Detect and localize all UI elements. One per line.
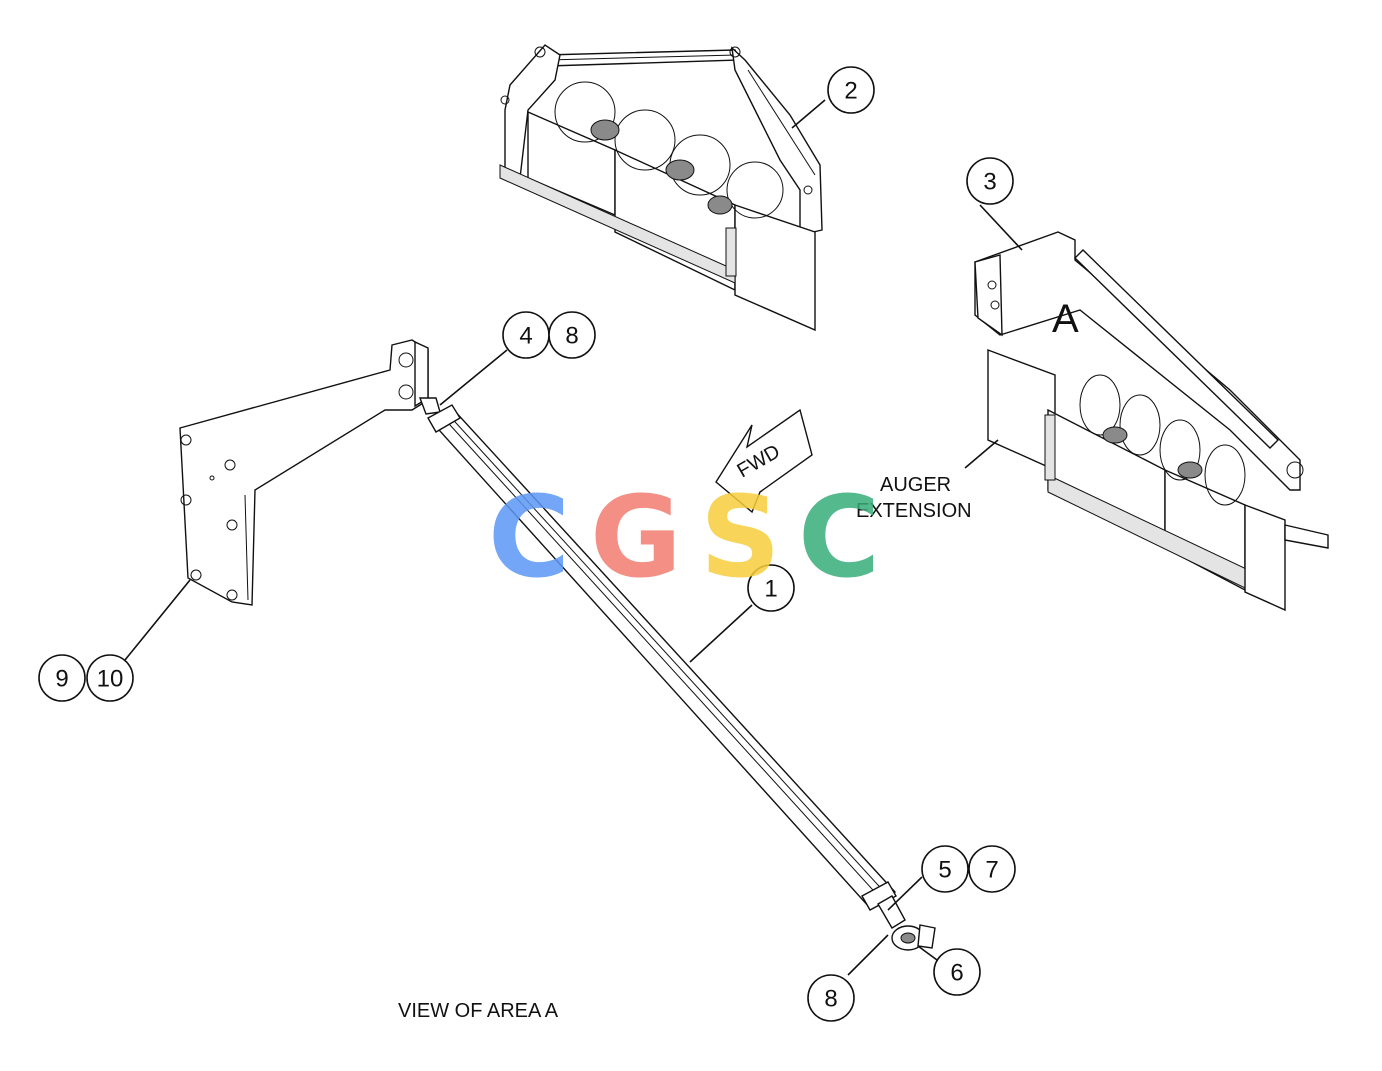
watermark-letter-s: S bbox=[700, 473, 781, 603]
callout-9: 9 bbox=[38, 654, 86, 702]
callout-7: 7 bbox=[968, 845, 1016, 893]
mount-bracket-left bbox=[179, 339, 429, 606]
callout-10: 10 bbox=[86, 654, 134, 702]
watermark-letter-c2: C bbox=[798, 473, 880, 603]
watermark-letter-g: G bbox=[590, 473, 682, 603]
callout-4-text: 4 bbox=[519, 323, 532, 350]
callout-2: 2 bbox=[827, 66, 875, 114]
callout-3: 3 bbox=[966, 157, 1014, 205]
callout-10-text: 10 bbox=[97, 666, 124, 693]
callout-8-top: 8 bbox=[548, 311, 596, 359]
callout-1: 1 bbox=[747, 564, 795, 612]
auger-extension-label-line2: EXTENSION bbox=[856, 500, 972, 522]
watermark-letter-c1: C bbox=[488, 473, 570, 603]
callout-3-text: 3 bbox=[983, 169, 996, 196]
callout-9-text: 9 bbox=[55, 666, 68, 693]
callout-5: 5 bbox=[921, 845, 969, 893]
callout-8-bottom: 8 bbox=[807, 974, 855, 1022]
callout-1-text: 1 bbox=[764, 576, 777, 603]
callout-8-top-text: 8 bbox=[565, 323, 578, 350]
view-caption: VIEW OF AREA A bbox=[398, 1000, 559, 1022]
leader-lines bbox=[124, 99, 1023, 976]
callout-2-text: 2 bbox=[844, 78, 857, 105]
callout-4: 4 bbox=[502, 311, 550, 359]
cgsc-watermark: C G S C bbox=[488, 473, 880, 603]
auger-assembly-right bbox=[974, 231, 1329, 612]
fwd-arrow: FWD bbox=[715, 408, 813, 514]
callout-5-text: 5 bbox=[938, 857, 951, 884]
callout-7-text: 7 bbox=[985, 857, 998, 884]
auger-extension-label-line1: AUGER bbox=[880, 474, 951, 496]
auger-assembly-top bbox=[499, 44, 823, 332]
callout-6-text: 6 bbox=[950, 960, 963, 987]
hydraulic-cylinder bbox=[418, 397, 936, 951]
callout-8-bottom-text: 8 bbox=[824, 986, 837, 1013]
callout-6: 6 bbox=[933, 948, 981, 996]
area-letter: A bbox=[1052, 297, 1079, 341]
